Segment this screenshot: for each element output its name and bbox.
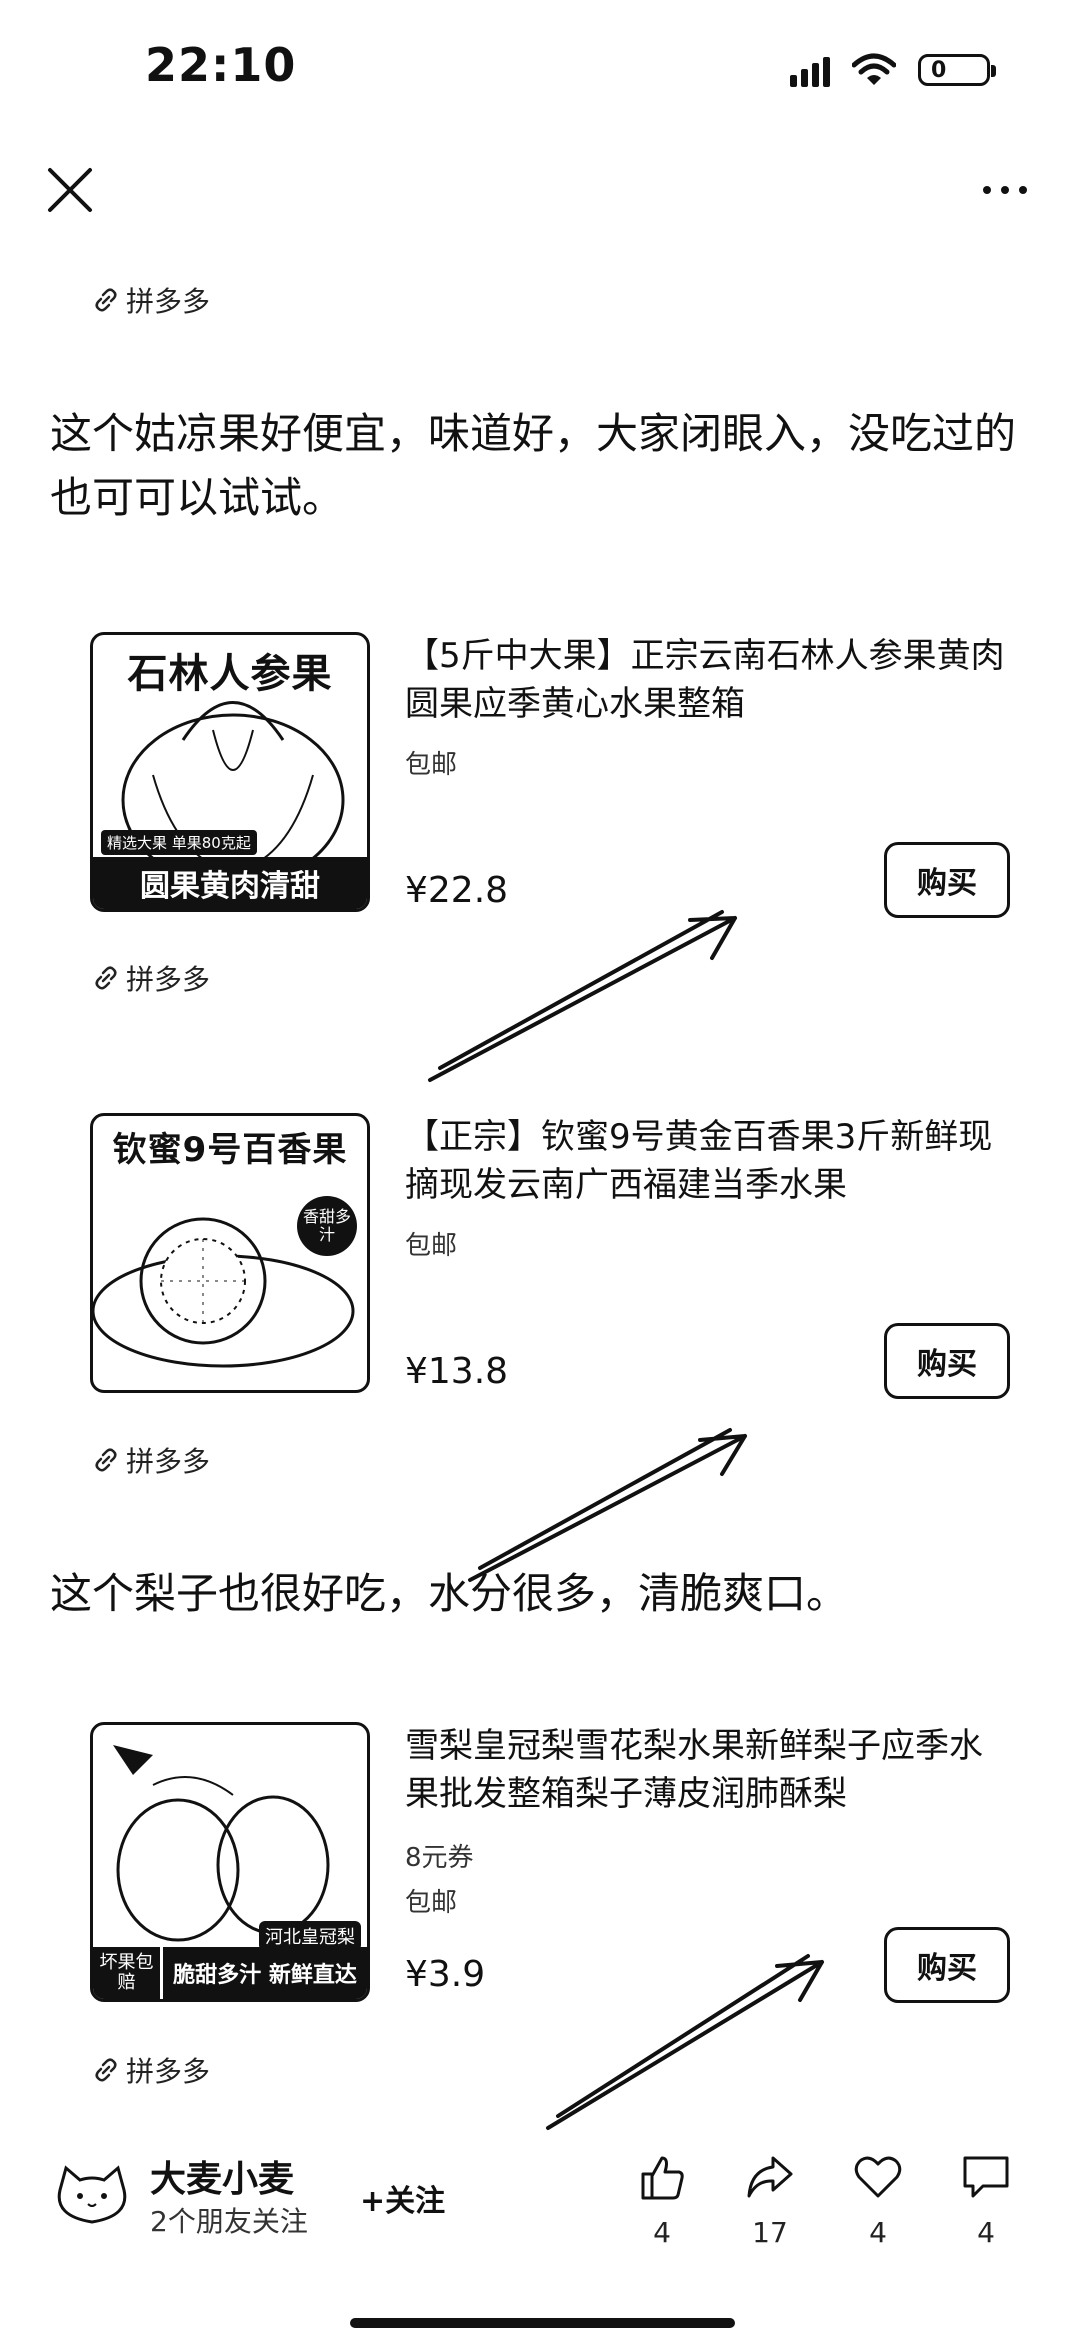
image-title: 钦蜜9号百香果 bbox=[112, 1130, 348, 1170]
battery-icon: 0 bbox=[918, 54, 996, 86]
shipping-label: 包邮 bbox=[405, 1231, 458, 1261]
product-card[interactable]: 石林人参果 精选大果 单果80克起 圆果黄肉清甜 【5斤中大果】正宗云南石林人参… bbox=[90, 632, 1010, 922]
product-title[interactable]: 【正宗】钦蜜9号黄金百香果3斤新鲜现摘现发云南广西福建当季水果 bbox=[405, 1117, 993, 1205]
status-time: 22:10 bbox=[145, 38, 297, 92]
product-card[interactable]: 钦蜜9号百香果 香甜多汁 【正宗】钦蜜9号黄金百香果3斤新鲜现摘现发云南广西福建… bbox=[90, 1113, 1010, 1403]
product-price: ¥3.9 bbox=[405, 1954, 486, 1995]
share-icon bbox=[747, 2156, 793, 2198]
wifi-icon bbox=[852, 53, 896, 85]
share-button[interactable]: 17 bbox=[730, 2150, 810, 2249]
buy-button[interactable]: 购买 bbox=[884, 1323, 1010, 1399]
source-label: 拼多多 bbox=[126, 285, 211, 318]
friends-following: 2个朋友关注 bbox=[150, 2205, 308, 2238]
source-link[interactable]: 拼多多 bbox=[92, 958, 210, 998]
source-link[interactable]: 拼多多 bbox=[92, 280, 210, 320]
favorite-button[interactable]: 4 bbox=[838, 2150, 918, 2249]
follow-button[interactable]: +关注 bbox=[360, 2184, 446, 2219]
like-count: 4 bbox=[653, 2216, 671, 2249]
comment-icon bbox=[963, 2156, 1009, 2198]
heart-icon bbox=[854, 2156, 902, 2198]
buy-button[interactable]: 购买 bbox=[884, 1927, 1010, 2003]
source-label: 拼多多 bbox=[126, 1445, 211, 1478]
link-icon bbox=[95, 2058, 117, 2082]
close-icon[interactable] bbox=[40, 160, 100, 220]
image-title: 石林人参果 bbox=[127, 651, 333, 697]
post-paragraph: 这个姑凉果好便宜，味道好，大家闭眼入，没吃过的也可可以试试。 bbox=[50, 409, 1017, 522]
favorite-count: 4 bbox=[869, 2216, 887, 2249]
image-badge: 香甜多汁 bbox=[297, 1196, 357, 1256]
image-band: 圆果黄肉清甜 bbox=[93, 857, 367, 909]
product-image: 河北皇冠梨 坏果包赔 脆甜多汁 新鲜直达 bbox=[90, 1722, 370, 2002]
author-avatar[interactable] bbox=[52, 2160, 132, 2228]
buy-button[interactable]: 购买 bbox=[884, 842, 1010, 918]
source-label: 拼多多 bbox=[126, 963, 211, 996]
comment-count: 4 bbox=[977, 2216, 995, 2249]
product-card[interactable]: 河北皇冠梨 坏果包赔 脆甜多汁 新鲜直达 雪梨皇冠梨雪花梨水果新鲜梨子应季水果批… bbox=[90, 1722, 1010, 2012]
shipping-label: 包邮 bbox=[405, 750, 458, 780]
status-icons: 0 bbox=[790, 50, 996, 90]
source-link[interactable]: 拼多多 bbox=[92, 2050, 210, 2090]
source-label: 拼多多 bbox=[126, 2055, 211, 2088]
arrow-annotation bbox=[428, 910, 737, 1082]
source-link[interactable]: 拼多多 bbox=[92, 1440, 210, 1480]
link-icon bbox=[95, 288, 117, 312]
product-title[interactable]: 【5斤中大果】正宗云南石林人参果黄肉圆果应季黄心水果整箱 bbox=[405, 636, 1005, 724]
product-image: 钦蜜9号百香果 香甜多汁 bbox=[90, 1113, 370, 1393]
battery-level: 0 bbox=[931, 57, 947, 83]
shipping-label: 包邮 bbox=[405, 1888, 458, 1918]
author-name[interactable]: 大麦小麦 bbox=[150, 2159, 295, 2200]
product-price: ¥22.8 bbox=[405, 870, 509, 911]
home-indicator[interactable] bbox=[350, 2318, 735, 2328]
thumbs-up-icon bbox=[641, 2156, 684, 2200]
product-image: 石林人参果 精选大果 单果80克起 圆果黄肉清甜 bbox=[90, 632, 370, 912]
image-subtitle: 精选大果 单果80克起 bbox=[101, 830, 257, 855]
cellular-signal-icon bbox=[790, 53, 830, 87]
image-band: 脆甜多汁 新鲜直达 bbox=[163, 1947, 367, 1999]
arrow-annotation bbox=[468, 1428, 747, 1582]
share-count: 17 bbox=[752, 2216, 788, 2249]
image-guarantee: 坏果包赔 bbox=[93, 1947, 163, 1999]
link-icon bbox=[95, 1448, 117, 1472]
more-options-icon[interactable] bbox=[970, 165, 1040, 215]
link-icon bbox=[95, 966, 117, 990]
like-button[interactable]: 4 bbox=[622, 2150, 702, 2249]
product-price: ¥13.8 bbox=[405, 1351, 509, 1392]
post-paragraph: 这个梨子也很好吃，水分很多，清脆爽口。 bbox=[50, 1569, 849, 1618]
image-tag: 河北皇冠梨 bbox=[259, 1921, 361, 1951]
comment-button[interactable]: 4 bbox=[946, 2150, 1026, 2249]
coupon-label: 8元券 bbox=[405, 1843, 474, 1873]
product-title[interactable]: 雪梨皇冠梨雪花梨水果新鲜梨子应季水果批发整箱梨子薄皮润肺酥梨 bbox=[405, 1726, 983, 1814]
